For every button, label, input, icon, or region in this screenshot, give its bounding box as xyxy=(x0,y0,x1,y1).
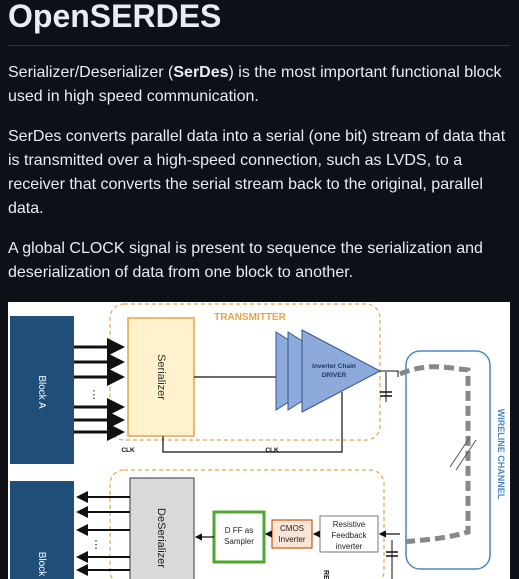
tx-parallel-bus xyxy=(74,338,125,441)
cmos-inverter-block xyxy=(271,519,313,549)
intro-paragraph: Serializer/Deserializer (SerDes) is the … xyxy=(8,61,510,109)
rfb-label-line2: Feedback xyxy=(331,531,367,540)
deserializer-block xyxy=(129,477,195,579)
serdes-bold: SerDes xyxy=(173,64,229,81)
serdes-diagram-svg: TRANSMITTER Block A Block ⋮ Serializer xyxy=(10,303,506,579)
block-b xyxy=(10,481,74,579)
serdes-diagram: TRANSMITTER Block A Block ⋮ Serializer xyxy=(8,302,510,579)
block-b-label: Block xyxy=(36,552,47,577)
driver-label-line2: DRIVER xyxy=(322,372,347,379)
wireline-channel-label: WIRELINE CHANNEL xyxy=(496,409,506,500)
inverter-chain-driver xyxy=(275,329,382,413)
resistive-feedback-block xyxy=(319,515,379,553)
block-a-label: Block A xyxy=(36,375,47,409)
rx-parallel-bus xyxy=(76,491,130,576)
transmitter-label: TRANSMITTER xyxy=(214,312,286,323)
channel-break-1 xyxy=(449,436,471,468)
rfb-label-line3: inverter xyxy=(336,542,363,551)
cmos-label-line1: CMOS xyxy=(280,524,304,533)
rfb-label-line1: Resistive xyxy=(333,520,366,529)
channel-path xyxy=(399,364,471,545)
clk-label-2: CLK xyxy=(265,447,279,454)
serdes-paragraph: SerDes converts parallel data into a ser… xyxy=(8,128,506,217)
deserializer-label: DeSerializer xyxy=(155,508,167,568)
serializer-label: Serializer xyxy=(155,354,167,400)
tx-bus-ellipsis: ⋮ xyxy=(89,389,100,401)
cmos-label-line2: Inverter xyxy=(278,535,305,544)
re-label: RE xyxy=(322,570,329,579)
transmitter-region xyxy=(109,303,381,441)
tx-output-line xyxy=(380,370,399,377)
clk-label-1: CLK xyxy=(121,447,135,454)
block-a xyxy=(10,316,74,464)
page-title: OpenSERDES xyxy=(8,0,222,34)
rx-bus-ellipsis: ⋮ xyxy=(91,539,102,551)
clk-line xyxy=(162,392,343,453)
serializer-block xyxy=(127,317,195,437)
wireline-channel xyxy=(405,350,491,570)
channel-break-2 xyxy=(455,439,477,471)
clock-paragraph: A global CLOCK signal is present to sequ… xyxy=(8,240,483,281)
driver-label-line1: Inverter Chain xyxy=(312,363,356,370)
receiver-region xyxy=(109,469,385,579)
title-divider xyxy=(8,45,510,46)
intro-text-before: Serializer/Deserializer ( xyxy=(8,64,174,81)
intro-text-after: ) is the most important functional block… xyxy=(8,64,502,105)
dff-label-line2: Sampler xyxy=(224,537,254,546)
dff-label-line1: D FF as xyxy=(225,526,253,535)
